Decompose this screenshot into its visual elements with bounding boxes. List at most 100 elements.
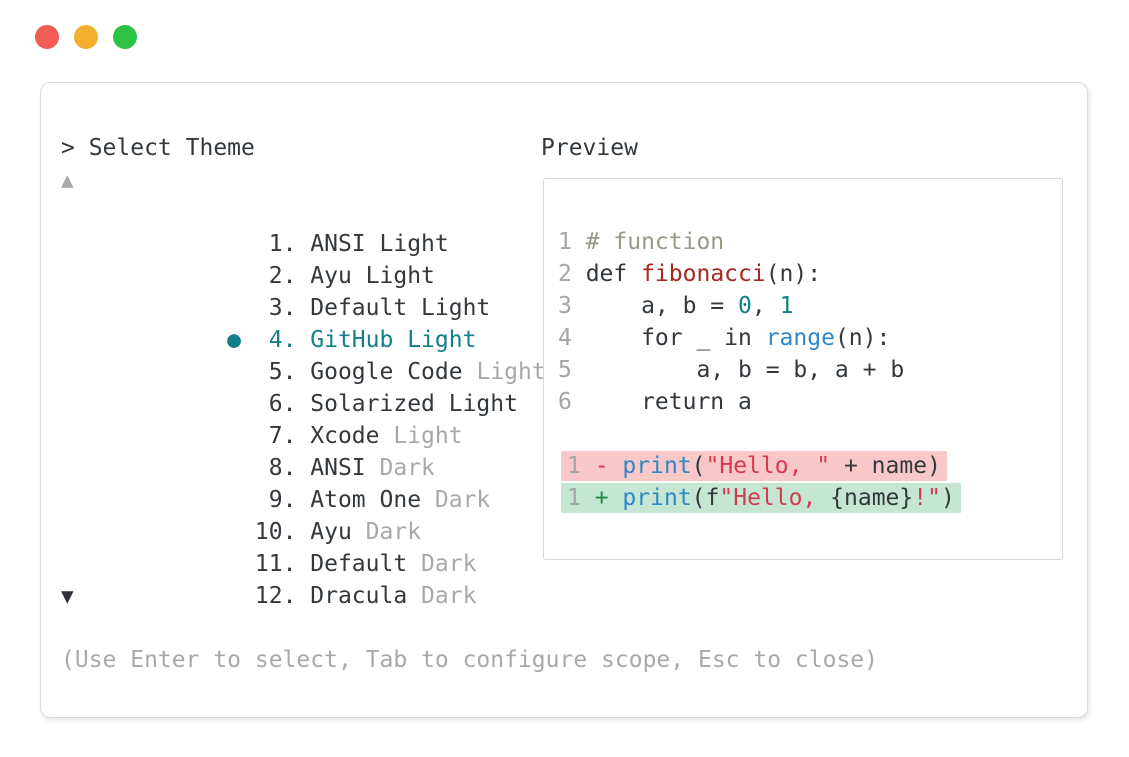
line-number: 5 [558,357,572,383]
theme-item-ansi-dark[interactable]: 8. ANSI Dark [61,420,541,481]
code-token: return a [585,389,752,415]
theme-variant: Light [379,423,463,449]
code-text: a, b = 0, 1 [585,293,793,319]
code-line-4: 4 for _ in range(n): [558,322,1048,354]
selection-bullet [227,391,255,417]
select-theme-prompt: > Select Theme [61,135,255,161]
theme-item-google-code-light[interactable]: 5. Google Code Light [61,324,546,385]
line-number: 1 [567,485,581,511]
code-token: + [594,485,609,511]
line-number: 4 [558,325,572,351]
selection-bullet [227,583,255,609]
scroll-up-icon: ▲ [61,168,74,192]
code-text: - print("Hello, " + name) [595,453,941,479]
theme-item-dracula-dark[interactable]: 12. Dracula Dark [61,548,541,609]
code-token [609,453,623,479]
code-line-1: 1 # function [558,226,1048,258]
code-token: # function [585,229,725,255]
code-line-6: 6 return a [558,386,1048,418]
theme-name: ANSI Light [310,231,449,257]
code-token: 0 [738,293,752,319]
theme-item-atom-one-dark[interactable]: 9. Atom One Dark [61,452,541,513]
code-token: def [585,261,642,287]
theme-number: 7. [254,423,311,449]
diff-added-line: 1 + print(f"Hello, {name}!") [558,482,1048,514]
minimize-button[interactable] [74,25,98,49]
preview-title: Preview [541,135,638,161]
selection-bullet [227,423,255,449]
selection-bullet [227,231,255,257]
theme-picker-panel: > Select Theme ▲ 1. ANSI Light 2. Ayu Li… [40,82,1088,718]
selection-bullet [227,263,255,289]
code-token: - [594,453,609,479]
theme-number: 10. [254,519,311,545]
theme-name: Default Light [310,295,491,321]
theme-item-xcode-light[interactable]: 7. Xcode Light [61,388,541,449]
code-token: a, b = [585,293,739,319]
theme-variant: Dark [421,487,491,513]
theme-number: 11. [254,551,311,577]
code-token: for _ in [585,325,766,351]
theme-name: GitHub Light [310,327,477,353]
theme-number: 9. [254,487,311,513]
code-token: f [705,485,720,511]
theme-variant: Dark [407,551,477,577]
diff-removed-line: 1 - print("Hello, " + name) [558,450,1048,482]
code-line-3: 3 a, b = 0, 1 [558,290,1048,322]
code-token: ) [940,485,955,511]
theme-number: 4. [254,327,311,353]
selection-bullet [227,455,255,481]
code-token: print [622,485,692,511]
theme-item-ayu-dark[interactable]: 10. Ayu Dark [61,484,541,545]
code-token: !" [913,485,941,511]
panel-columns: > Select Theme ▲ 1. ANSI Light 2. Ayu Li… [61,132,1087,612]
selection-bullet [227,487,255,513]
code-text: def fibonacci(n): [586,261,821,287]
theme-name: Ayu [310,519,352,545]
code-line-5: 5 a, b = b, a + b [558,354,1048,386]
theme-number: 6. [254,391,311,417]
code-token: fibonacci [641,261,766,287]
code-token: (n): [834,325,891,351]
theme-item-ayu-light[interactable]: 2. Ayu Light [61,228,541,289]
theme-number: 12. [254,583,311,609]
code-token: {name} [830,485,914,511]
line-number: 3 [558,293,572,319]
line-number: 1 [558,229,572,255]
theme-item-default-light[interactable]: 3. Default Light [61,260,541,321]
code-line-2: 2 def fibonacci(n): [558,258,1048,290]
theme-item-default-dark[interactable]: 11. Default Dark [61,516,541,577]
code-token: ( [691,485,706,511]
theme-name: Default [310,551,408,577]
selection-bullet [227,295,255,321]
code-token: "Hello, [719,485,831,511]
theme-name: ANSI [310,455,366,481]
selection-bullet-icon: ● [227,327,255,353]
zoom-button[interactable] [113,25,137,49]
help-text: (Use Enter to select, Tab to configure s… [61,647,878,673]
code-token: a, b = b, a + b [585,357,905,383]
line-number: 1 [567,453,581,479]
theme-list-column: > Select Theme ▲ 1. ANSI Light 2. Ayu Li… [61,132,546,612]
close-button[interactable] [35,25,59,49]
window-controls [35,25,137,49]
theme-number: 1. [254,231,311,257]
code-text: a, b = b, a + b [585,357,905,383]
line-number: 2 [558,261,572,287]
theme-variant: Dark [365,455,435,481]
theme-item-github-light[interactable]: ● 4. GitHub Light [61,292,541,353]
line-number: 6 [558,389,572,415]
theme-variant: Dark [351,519,422,545]
code-token [609,485,623,511]
code-token: (n): [765,261,822,287]
theme-number: 5. [254,359,311,385]
theme-item-solarized-light[interactable]: 6. Solarized Light [61,356,541,417]
code-token: print [622,453,692,479]
code-text: # function [586,229,724,255]
theme-name: Ayu Light [310,263,435,289]
code-token: + name) [830,453,941,479]
theme-item-ansi-light[interactable]: 1. ANSI Light [61,196,541,257]
code-token: range [765,325,835,351]
